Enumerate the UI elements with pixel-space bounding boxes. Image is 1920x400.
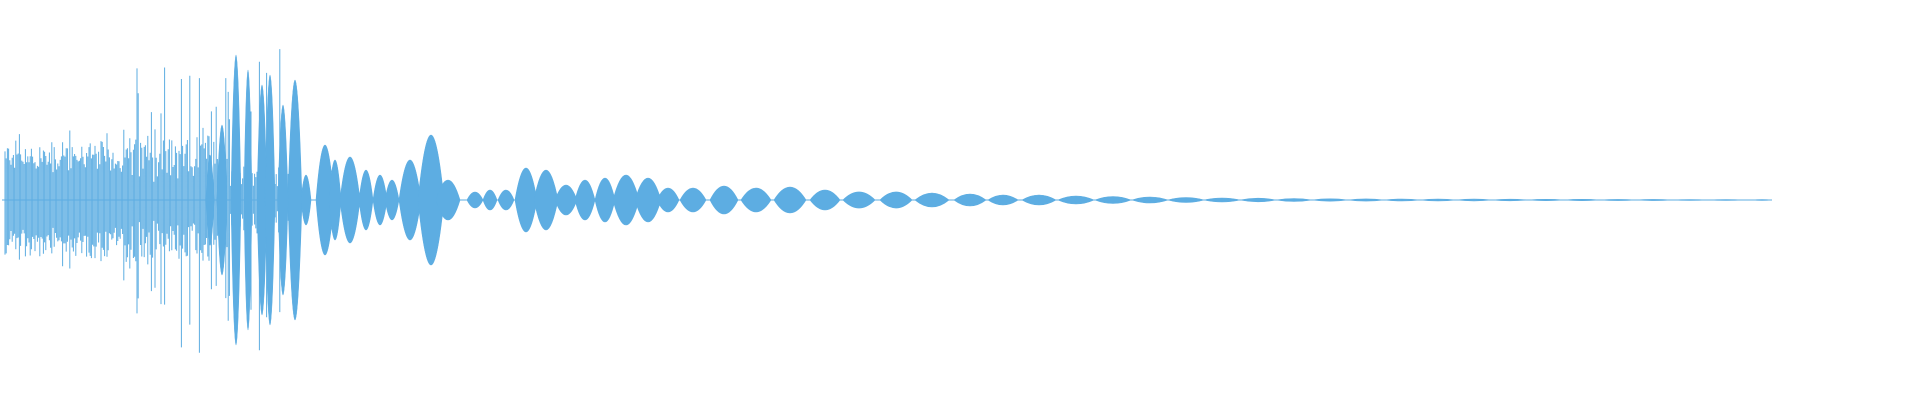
waveform-shape <box>2 49 1773 353</box>
noise-attack <box>4 49 300 353</box>
